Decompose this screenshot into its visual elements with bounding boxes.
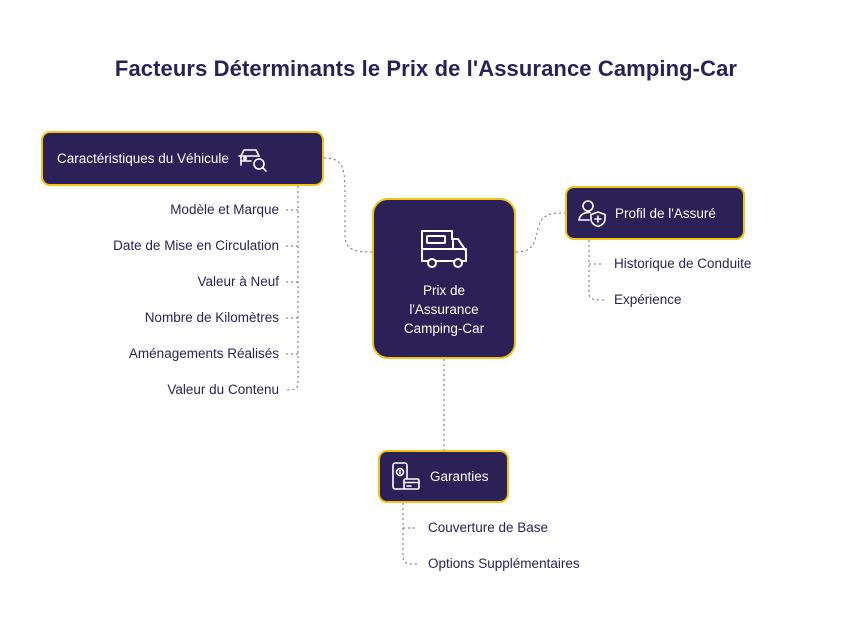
leaf-vehicule-4: Aménagements Réalisés bbox=[128, 346, 279, 361]
leaf-assure-0: Historique de Conduite bbox=[614, 256, 752, 271]
node-garanties-label: Garanties bbox=[430, 469, 489, 484]
connector-vehicule-center bbox=[323, 157, 373, 253]
connector-assure-trunk bbox=[588, 240, 605, 301]
node-profil-assure: Profil de l'Assuré bbox=[565, 186, 745, 240]
leaf-garanties-1: Options Supplémentaires bbox=[428, 556, 580, 571]
node-prix-assurance: Prix de l'Assurance Camping-Car bbox=[372, 198, 516, 359]
node-garanties: Garanties bbox=[378, 450, 509, 503]
connector-garanties-trunk bbox=[402, 503, 419, 565]
leaf-vehicule-2: Valeur à Neuf bbox=[197, 274, 279, 289]
leaf-vehicule-1: Date de Mise en Circulation bbox=[113, 238, 279, 253]
phone-card-icon bbox=[390, 461, 420, 493]
leaf-vehicule-0: Modèle et Marque bbox=[170, 202, 279, 217]
node-profil-assure-label: Profil de l'Assuré bbox=[615, 205, 716, 221]
diagram-title: Facteurs Déterminants le Prix de l'Assur… bbox=[114, 56, 738, 81]
connector-vehicule-trunk bbox=[285, 186, 299, 391]
node-caracteristiques-vehicule-label: Caractéristiques du Véhicule bbox=[57, 151, 229, 166]
node-prix-assurance-label: Prix de l'Assurance Camping-Car bbox=[403, 283, 485, 336]
leaf-vehicule-5: Valeur du Contenu bbox=[167, 382, 279, 397]
car-search-icon bbox=[237, 145, 269, 173]
node-caracteristiques-vehicule: Caractéristiques du Véhicule bbox=[41, 131, 324, 186]
user-shield-icon bbox=[577, 198, 607, 228]
leaf-vehicule-3: Nombre de Kilomètres bbox=[144, 310, 279, 325]
leaf-garanties-0: Couverture de Base bbox=[428, 520, 549, 535]
connector-assure-center bbox=[515, 212, 566, 253]
leaf-assure-1: Expérience bbox=[614, 292, 682, 307]
camper-van-icon bbox=[418, 225, 470, 271]
